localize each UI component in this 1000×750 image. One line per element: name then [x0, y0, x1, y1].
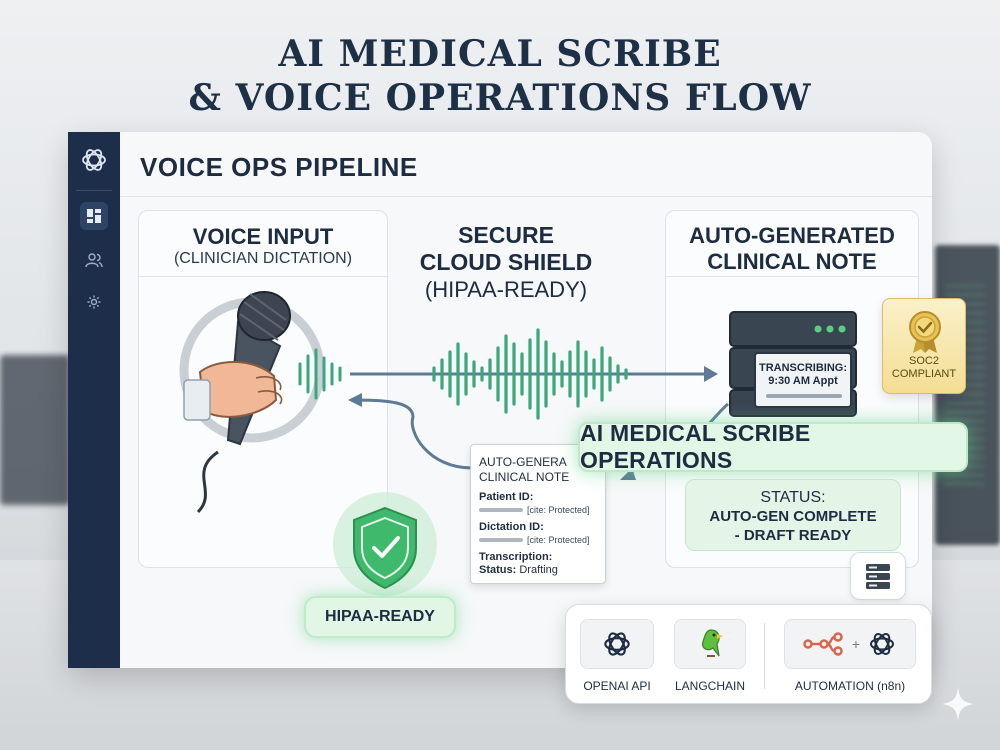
server-display: TRANSCRIBING: 9:30 AM Appt: [754, 352, 852, 408]
sidebar: [68, 132, 120, 668]
openai-api-tile[interactable]: [580, 619, 654, 669]
note-status-label: Status:: [479, 564, 517, 576]
clinical-note-title-line1: AUTO-GENERATED: [689, 223, 895, 248]
integrations-divider: [764, 623, 765, 689]
cloud-shield-line2: CLOUD SHIELD: [419, 249, 593, 275]
return-arrowhead: [348, 393, 362, 407]
voice-input-panel: VOICE INPUT (CLINICIAN DICTATION): [138, 210, 388, 568]
status-line2: AUTO-GEN COMPLETE: [709, 508, 877, 525]
hipaa-ready-badge: HIPAA-READY: [304, 596, 456, 638]
note-status: Status: Drafting: [479, 564, 597, 577]
voice-waveform: [432, 328, 628, 420]
server-display-line1: TRANSCRIBING:: [759, 362, 847, 374]
headline-line1: AI MEDICAL SCRIBE: [278, 33, 722, 75]
automation-label: AUTOMATION (n8n): [794, 679, 906, 693]
openai-logo-icon: [870, 633, 895, 655]
note-card-title-line2: CLINICAL NOTE: [479, 470, 570, 484]
cloud-shield-line1: SECURE: [458, 222, 554, 248]
forward-arrowhead: [704, 366, 718, 382]
openai-logo-icon[interactable]: [78, 144, 110, 176]
plus-sign: +: [851, 636, 861, 652]
integrations-panel: OPENAI API LANGCHAIN + AUTOMATION (n8n): [565, 604, 932, 704]
status-line1: STATUS:: [760, 489, 826, 506]
openai-api-label: OPENAI API: [583, 679, 651, 693]
background-monitor-code: [935, 245, 1000, 545]
sidebar-divider: [76, 190, 112, 191]
soc2-line2: COMPLIANT: [891, 368, 957, 380]
note-status-value: Drafting: [519, 564, 558, 576]
voice-input-header: VOICE INPUT (CLINICIAN DICTATION): [139, 211, 387, 277]
voice-input-subtitle: (CLINICIAN DICTATION): [173, 250, 353, 267]
database-icon[interactable]: [850, 552, 906, 600]
langchain-tile[interactable]: [674, 619, 746, 669]
cloud-shield-line3: (HIPAA-READY): [424, 277, 588, 302]
soc2-line1: SOC2: [909, 355, 939, 367]
patient-id-value: [cite: Protected]: [527, 505, 590, 515]
status-line3: - DRAFT READY: [734, 527, 852, 544]
title-divider: [120, 196, 932, 197]
transcribe-progress-bar: [766, 394, 842, 398]
parrot-icon: [702, 629, 723, 657]
dictation-id-label: Dictation ID:: [479, 521, 544, 533]
return-arrow: [353, 398, 473, 470]
voice-input-title: VOICE INPUT: [192, 224, 334, 249]
cloud-shield-title: SECURE CLOUD SHIELD (HIPAA-READY): [406, 222, 606, 304]
background-monitor: [0, 355, 70, 505]
clinical-note-title-line2: CLINICAL NOTE: [707, 249, 877, 274]
soc2-badge: SOC2 COMPLIANT: [882, 298, 966, 394]
sparkle-icon: [942, 686, 974, 722]
automation-n8n-tile[interactable]: +: [784, 619, 916, 669]
dashboard-icon[interactable]: [80, 202, 108, 230]
medal-icon: [909, 311, 941, 353]
headline-line2: & VOICE OPERATIONS FLOW: [188, 77, 812, 119]
redacted-bar: [479, 538, 523, 542]
n8n-icon: [803, 632, 843, 656]
microphone-icon: [183, 291, 291, 514]
langchain-label: LANGCHAIN: [674, 679, 745, 693]
voice-waveform-small: [298, 348, 342, 400]
clinical-note-card: AUTO-GENERA CLINICAL NOTE Patient ID: [c…: [470, 444, 606, 584]
transcription-label: Transcription:: [479, 551, 553, 563]
headline: AI MEDICAL SCRIBE & VOICE OPERATIONS FLO…: [0, 32, 1000, 120]
clinical-note-header: AUTO-GENERATED CLINICAL NOTE: [666, 211, 918, 277]
pipeline-title: VOICE OPS PIPELINE: [140, 152, 418, 182]
settings-icon[interactable]: [80, 288, 108, 316]
shield-check-icon: [333, 492, 437, 596]
dictation-id-value: [cite: Protected]: [527, 535, 590, 545]
server-display-line2: 9:30 AM Appt: [768, 375, 838, 387]
users-icon[interactable]: [80, 246, 108, 274]
patient-id-label: Patient ID:: [479, 491, 534, 503]
redacted-bar: [479, 508, 523, 512]
pipeline-window: VOICE OPS PIPELINE VOICE INPUT (CLINICIA…: [68, 132, 968, 668]
note-card-title-line1: AUTO-GENERA: [479, 455, 567, 469]
operations-banner: AI MEDICAL SCRIBE OPERATIONS: [578, 420, 968, 473]
openai-logo-icon: [604, 632, 630, 656]
hipaa-shield: [320, 492, 450, 602]
status-box: STATUS: AUTO-GEN COMPLETE - DRAFT READY: [685, 479, 901, 551]
